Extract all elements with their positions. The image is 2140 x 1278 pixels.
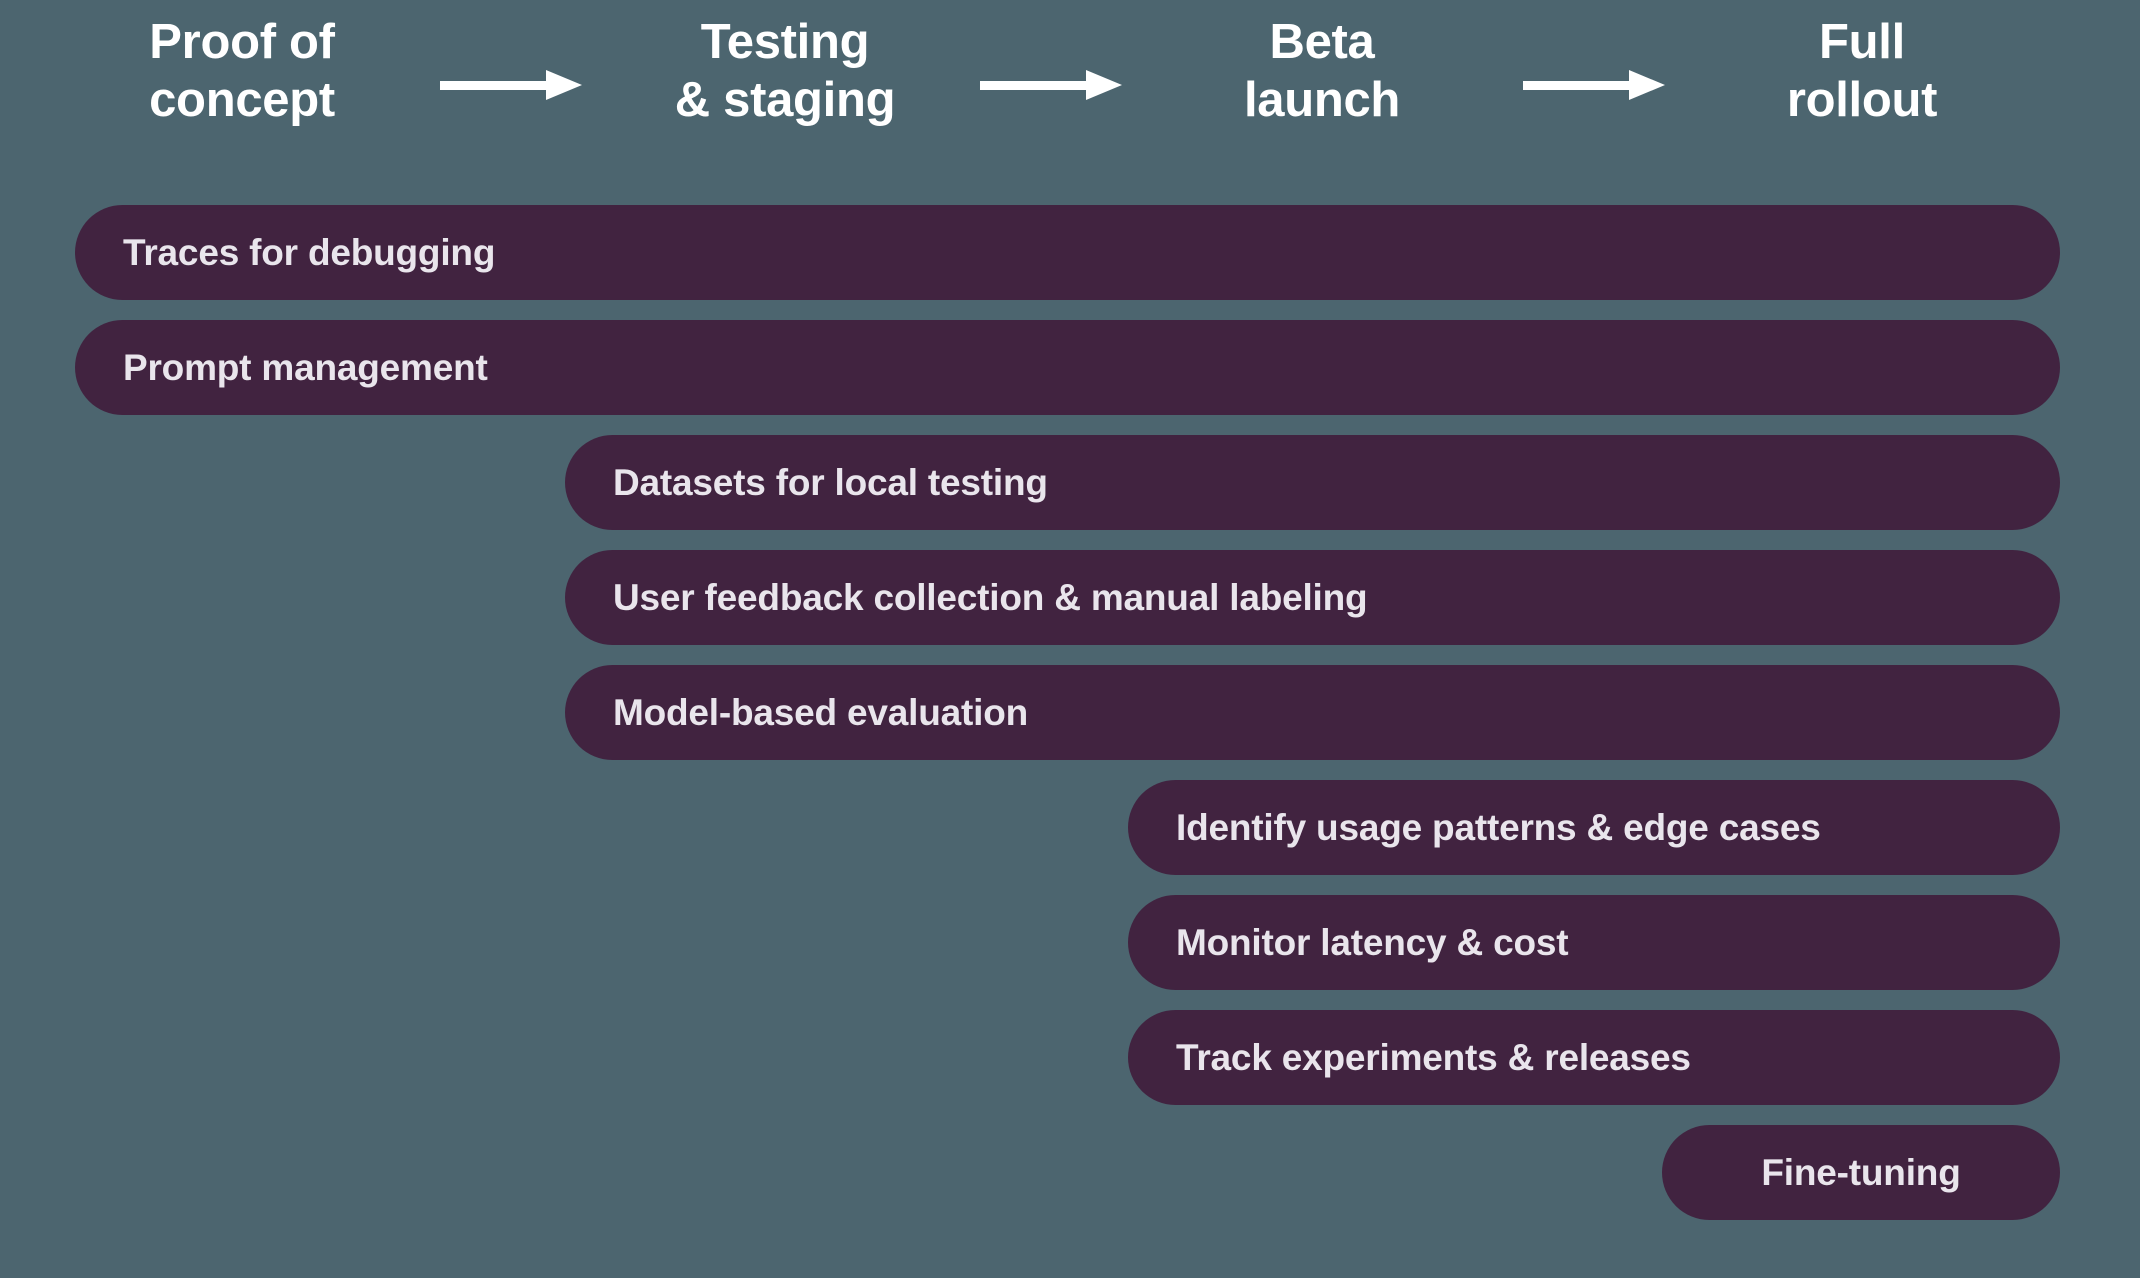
capability-pill[interactable]: Fine-tuning [1662,1125,2060,1220]
capability-pill[interactable]: Model-based evaluation [565,665,2060,760]
capability-pill-label: Monitor latency & cost [1176,921,1569,963]
arrow-head [546,70,582,100]
phase-label-2: Testing & staging [674,15,896,127]
arrow-beta-to-rollout-icon [1523,70,1665,100]
capability-pill[interactable]: Identify usage patterns & edge cases [1128,780,2060,875]
capability-pill[interactable]: Prompt management [75,320,2060,415]
capability-pill-label: User feedback collection & manual labeli… [613,576,1368,618]
capability-pill-label: Fine-tuning [1761,1151,1961,1193]
capability-pill[interactable]: User feedback collection & manual labeli… [565,550,2060,645]
capability-pill-label: Identify usage patterns & edge cases [1176,806,1821,848]
arrow-head [1629,70,1665,100]
arrow-poc-to-testing-icon [440,70,582,100]
capability-pill[interactable]: Monitor latency & cost [1128,895,2060,990]
capability-pill-label: Model-based evaluation [613,691,1029,733]
capability-pill-label: Track experiments & releases [1176,1036,1691,1078]
capability-pill-label: Datasets for local testing [613,461,1048,503]
arrow-shaft [980,81,1092,90]
arrow-shaft [1523,81,1635,90]
capability-pill[interactable]: Track experiments & releases [1128,1010,2060,1105]
phase-label-1: Proof of concept [149,15,335,127]
phase-label-4: Full rollout [1786,15,1938,127]
arrow-head [1086,70,1122,100]
capability-pill-label: Traces for debugging [123,231,496,273]
capability-pill[interactable]: Datasets for local testing [565,435,2060,530]
capability-pill-label: Prompt management [123,346,488,388]
phase-header-row: Proof of concept Testing & staging Beta la… [0,0,2140,185]
phase-label-3: Beta launch [1243,15,1401,127]
arrow-testing-to-beta-icon [980,70,1122,100]
arrow-shaft [440,81,552,90]
capability-pill[interactable]: Traces for debugging [75,205,2060,300]
